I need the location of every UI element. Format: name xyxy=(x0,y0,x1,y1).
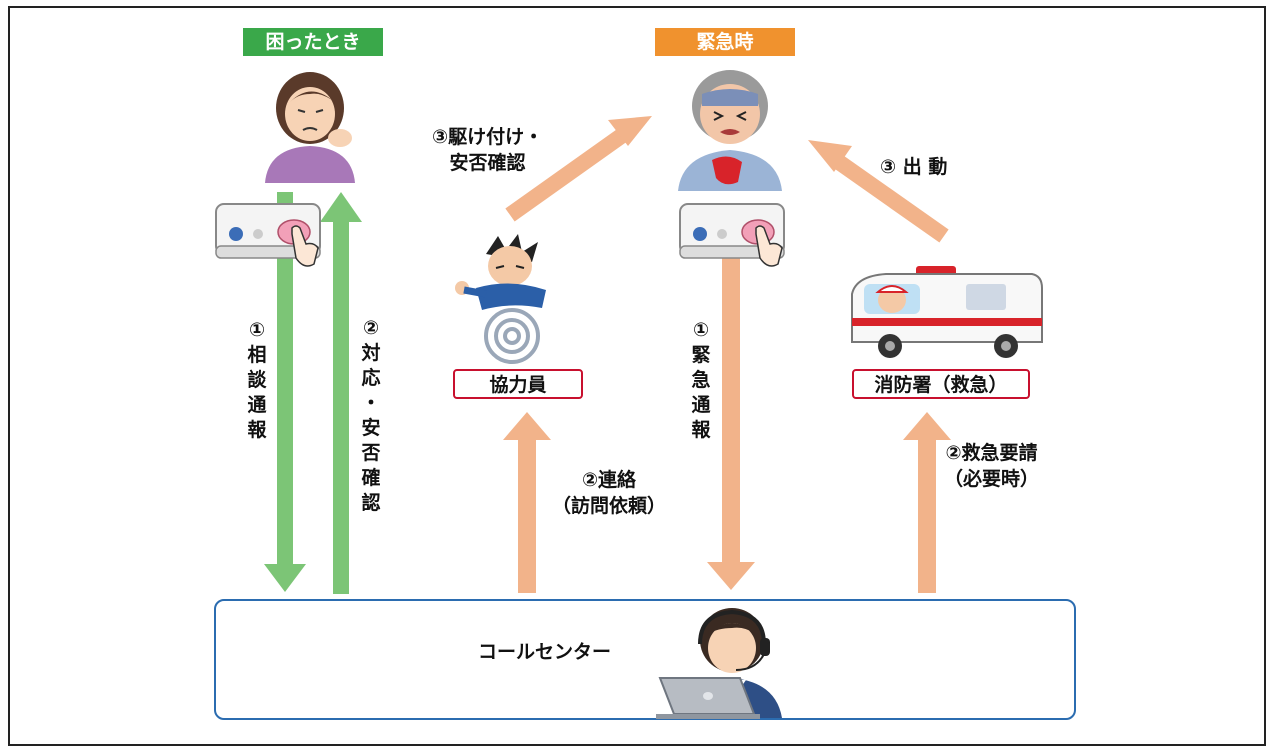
consult-text: ① 相 談 通 報 xyxy=(247,319,267,441)
ambulance-illustration xyxy=(851,266,1043,358)
arrow-dispatch xyxy=(808,140,949,243)
arrow-consult xyxy=(264,192,306,592)
arrow-rush xyxy=(505,116,652,222)
arrow-response xyxy=(320,192,362,594)
cooperator-label: 協力員 xyxy=(453,369,583,399)
worried-woman-illustration xyxy=(265,72,355,183)
arrow-contact xyxy=(503,412,551,593)
call-center-label: コールセンター xyxy=(478,641,612,663)
response-text: ② 対 応 ・ 安 否 確 認 xyxy=(361,317,381,514)
dispatch-text: ③ 出 動 xyxy=(880,156,948,178)
ambulance-request-text: ②救急要請 （必要時） xyxy=(944,442,1040,490)
badge-trouble: 困ったとき xyxy=(243,28,383,56)
call-center-box: コールセンター xyxy=(214,599,1076,720)
rush-text: ③駆け付け・ 安否確認 xyxy=(432,126,544,174)
arrow-ambulance-request xyxy=(903,412,951,593)
emergency-device-center xyxy=(679,203,785,267)
sick-elderly-illustration xyxy=(678,70,782,191)
emergency-device-left xyxy=(215,203,321,267)
fire-station-label: 消防署（救急） xyxy=(852,369,1030,399)
arrow-emergency-call xyxy=(707,255,755,590)
laptop-illustration xyxy=(656,677,760,719)
running-helper-illustration xyxy=(455,234,546,364)
contact-text: ②連絡 （訪問依頼） xyxy=(552,469,667,517)
badge-emergency: 緊急時 xyxy=(655,28,795,56)
emergency-call-text: ① 緊 急 通 報 xyxy=(691,319,711,441)
